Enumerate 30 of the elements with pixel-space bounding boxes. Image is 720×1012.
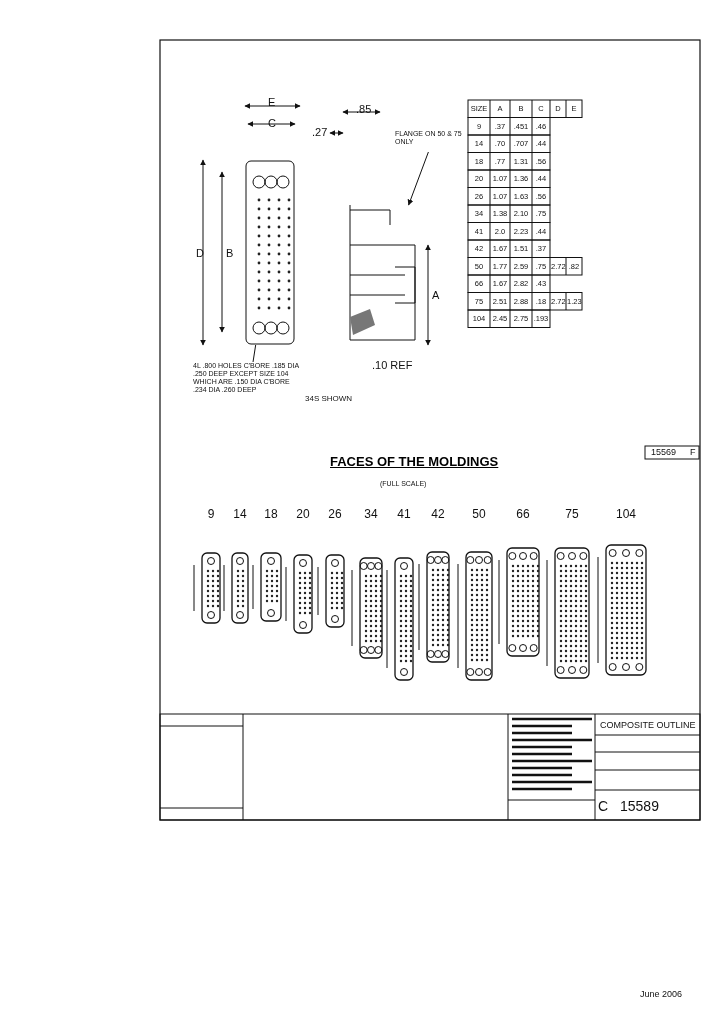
dimension-label: B — [226, 248, 234, 259]
size-label: 9 — [206, 508, 216, 520]
size-label: 75 — [564, 508, 580, 520]
title-block-text: COMPOSITE OUTLINE — [600, 721, 696, 730]
size-label: 104 — [615, 508, 637, 520]
dimension-label: D — [196, 248, 204, 259]
size-label: 41 — [396, 508, 412, 520]
size-label: 66 — [515, 508, 531, 520]
drawing-number: 15569 — [651, 448, 677, 457]
drawing-number: F — [690, 448, 696, 457]
dimension-label: .10 REF — [372, 360, 413, 371]
size-label: 14 — [232, 508, 248, 520]
leader-line — [407, 151, 429, 206]
size-label: 50 — [471, 508, 487, 520]
dimension-label: .27 — [312, 127, 328, 138]
dimension-label: A — [432, 290, 440, 301]
size-label: 34 — [363, 508, 379, 520]
dimension-label: .85 — [356, 104, 372, 115]
footer-note: June 2006 — [640, 990, 683, 999]
size-label: 42 — [430, 508, 446, 520]
dimension-label: E — [268, 97, 276, 108]
size-label: 20 — [295, 508, 311, 520]
view-note: 34S SHOWN — [305, 395, 353, 403]
section-title: FACES OF THE MOLDINGS — [330, 455, 499, 470]
size-label: 18 — [263, 508, 279, 520]
title-block-text: 15589 — [620, 799, 659, 813]
dimension-label: C — [268, 118, 276, 129]
title-block-text: C — [598, 799, 609, 813]
size-label: 26 — [327, 508, 343, 520]
leader-line — [252, 344, 257, 363]
